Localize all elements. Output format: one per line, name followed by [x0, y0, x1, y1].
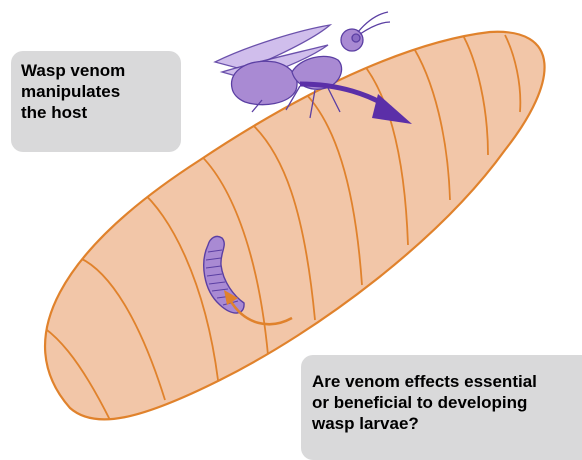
callout-venom-effects-question: Are venom effects essential or beneficia… — [301, 355, 582, 460]
callout-line: wasp larvae? — [312, 413, 582, 434]
callout-line: Wasp venom — [21, 60, 171, 81]
callout-line: manipulates — [21, 81, 171, 102]
callout-line: Are venom effects essential — [312, 371, 582, 392]
callout-line: or beneficial to developing — [312, 392, 582, 413]
callout-venom-manipulates-host: Wasp venom manipulates the host — [11, 51, 181, 152]
callout-line: the host — [21, 102, 171, 123]
